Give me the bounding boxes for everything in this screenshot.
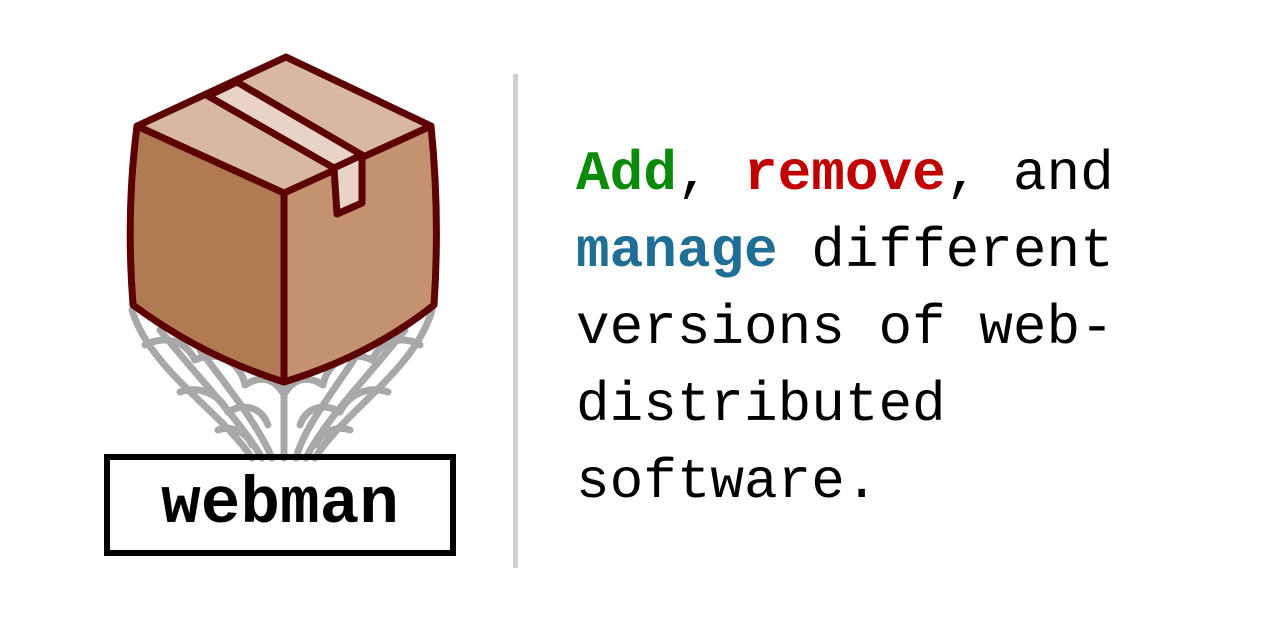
tagline-separator: ,	[676, 142, 745, 206]
web-icon	[128, 306, 436, 462]
tagline-text: different	[777, 219, 1114, 283]
tagline-separator-and: , and	[945, 142, 1114, 206]
box-icon	[126, 53, 440, 386]
remove-keyword: remove	[744, 142, 946, 206]
manage-keyword: manage	[576, 219, 778, 283]
tagline-line-3: versions of web-	[576, 296, 1114, 360]
tagline-line-2: manage different	[576, 213, 1256, 290]
divider	[513, 74, 518, 568]
tagline-line-5: software.	[576, 450, 879, 514]
tagline: Add, remove, and manage different versio…	[576, 136, 1256, 521]
tagline-line-4: distributed	[576, 373, 946, 437]
logo-label: webman	[104, 454, 456, 556]
tagline-line-1: Add, remove, and	[576, 136, 1256, 213]
package-box-in-web-icon	[126, 53, 440, 462]
add-keyword: Add	[576, 142, 677, 206]
